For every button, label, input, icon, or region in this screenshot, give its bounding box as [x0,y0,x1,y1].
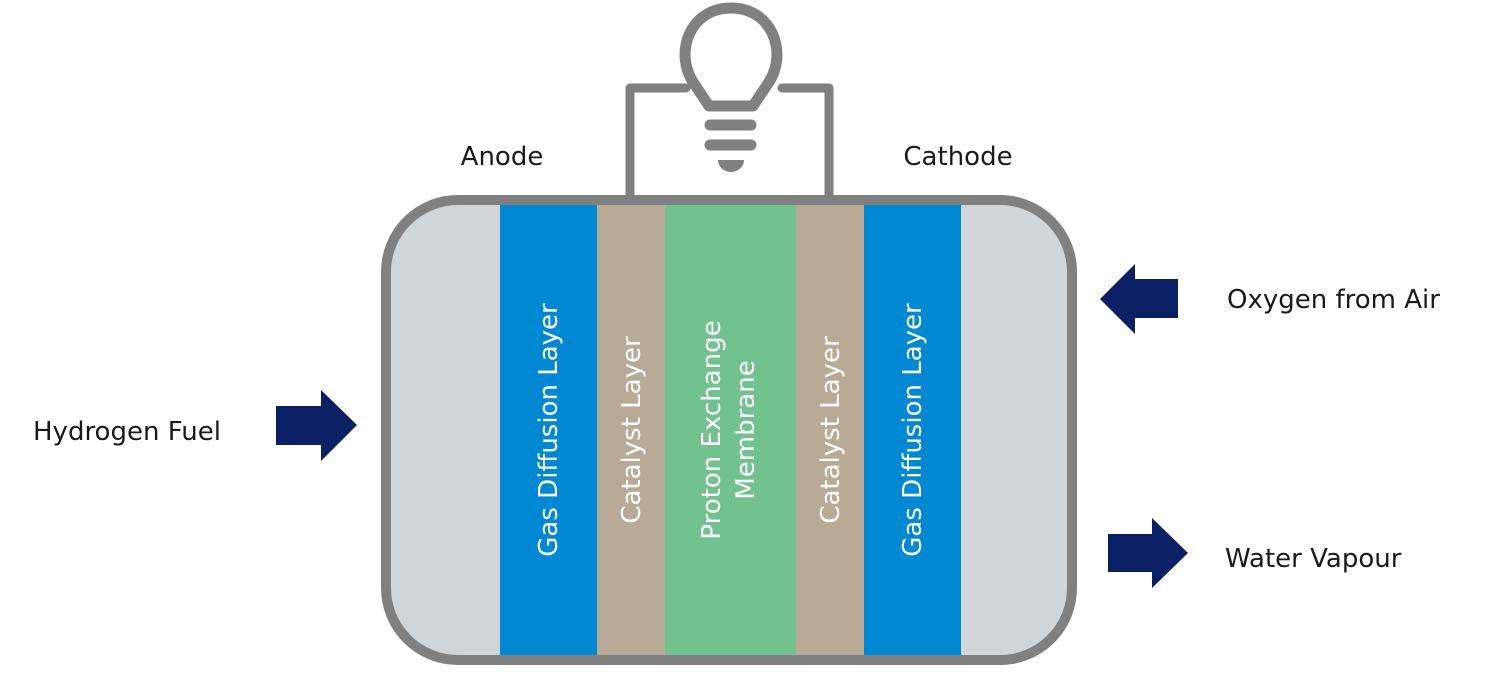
anode-gdl-label: Gas Diffusion Layer [534,303,564,557]
cathode-catalyst-layer [796,200,864,660]
cathode-catalyst-label: Catalyst Layer [816,336,846,524]
cathode-gas-diffusion-layer [864,200,961,660]
anode-gas-diffusion-layer [500,200,597,660]
oxygen-inlet-arrow-icon [1100,264,1178,334]
oxygen-from-air-label: Oxygen from Air [1227,285,1440,315]
hydrogen-fuel-label: Hydrogen Fuel [33,417,221,447]
light-bulb-icon [679,2,783,151]
water-vapour-label: Water Vapour [1225,544,1402,574]
proton-exchange-membrane [665,200,796,660]
membrane-label-line1: Proton Exchange [697,320,727,539]
circuit-wire-right [777,83,834,201]
bulb-tip [718,160,744,172]
membrane-label-line2: Membrane [731,360,761,499]
cathode-end-plate [961,200,1072,660]
cathode-label: Cathode [903,142,1012,172]
cathode-gdl-label: Gas Diffusion Layer [898,303,928,557]
anode-catalyst-label: Catalyst Layer [617,336,647,524]
water-outlet-arrow-icon [1108,518,1188,588]
anode-end-plate [386,200,500,660]
anode-label: Anode [461,142,544,172]
hydrogen-inlet-arrow-icon [276,390,357,461]
fuel-cell-outline [381,195,1077,665]
circuit-wire-left [625,83,691,201]
anode-catalyst-layer [597,200,665,660]
